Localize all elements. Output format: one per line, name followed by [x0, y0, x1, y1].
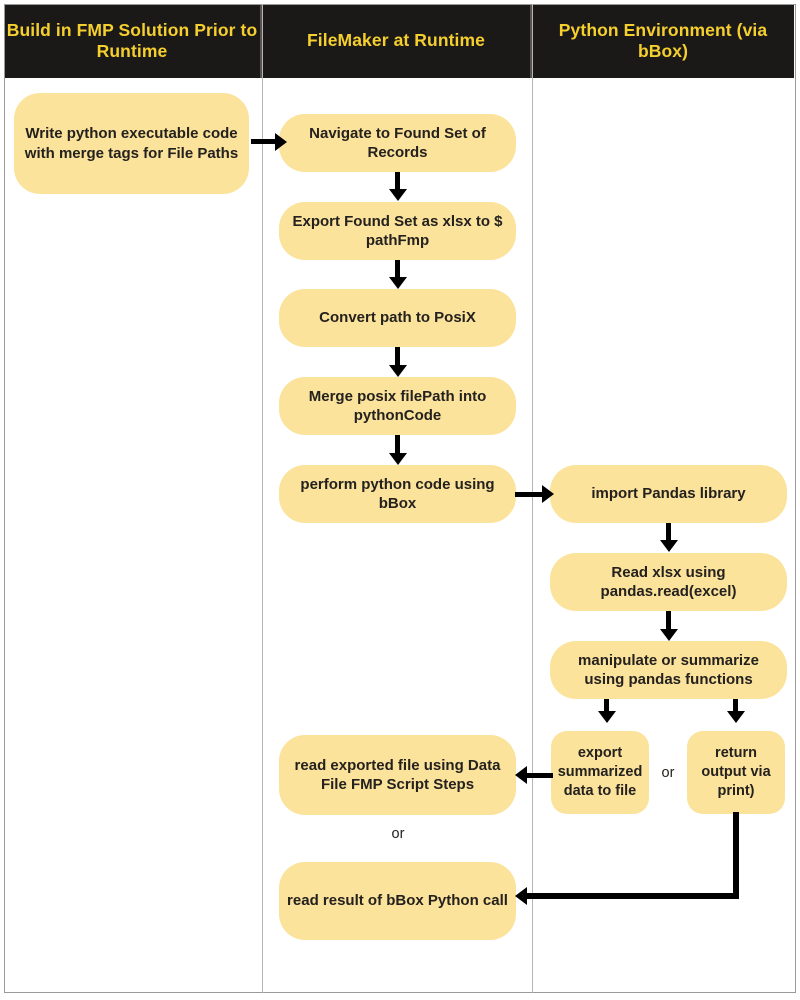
- node-merge-posix-filepath-label: Merge posix filePath into pythonCode: [308, 387, 487, 425]
- node-manipulate-summarize[interactable]: manipulate or summarize using pandas fun…: [550, 641, 787, 699]
- connector-readxlsx-to-manipulate: [666, 611, 671, 630]
- or-label-python-branch-text: or: [661, 765, 675, 781]
- node-export-found-set[interactable]: Export Found Set as xlsx to $ pathFmp: [279, 202, 516, 260]
- connector-write-to-navigate: [251, 139, 277, 144]
- column-divider-2: [532, 4, 533, 993]
- or-label-fmp-branch-text: or: [391, 826, 405, 842]
- node-perform-python-bbox[interactable]: perform python code using bBox: [279, 465, 516, 523]
- or-label-python-branch: or: [653, 765, 683, 781]
- connector-export-to-convert: [395, 260, 400, 279]
- column-header-build-fmp-label: Build in FMP Solution Prior to Runtime: [6, 19, 258, 61]
- connector-convert-to-merge: [395, 347, 400, 366]
- node-manipulate-summarize-label: manipulate or summarize using pandas fun…: [578, 651, 759, 689]
- column-divider-1: [262, 4, 263, 993]
- connector-return-output-vertical: [733, 812, 739, 896]
- node-merge-posix-filepath[interactable]: Merge posix filePath into pythonCode: [279, 377, 516, 435]
- connector-manipulate-to-export-summarized: [604, 699, 609, 713]
- or-label-fmp-branch: or: [379, 826, 417, 842]
- node-navigate-found-set-label: Navigate to Found Set of Records: [309, 124, 486, 162]
- column-header-row: Build in FMP Solution Prior to Runtime F…: [4, 4, 796, 78]
- arrow-readxlsx-to-manipulate: [659, 629, 678, 641]
- node-convert-path-posix[interactable]: Convert path to PosiX: [279, 289, 516, 347]
- column-header-build-fmp: Build in FMP Solution Prior to Runtime: [4, 4, 262, 78]
- column-header-python-env: Python Environment (via bBox): [532, 4, 794, 78]
- connector-manipulate-to-return-output: [733, 699, 738, 713]
- column-header-python-env-label: Python Environment (via bBox): [558, 19, 768, 61]
- node-write-python-code[interactable]: Write python executable code with merge …: [14, 93, 249, 194]
- arrow-write-to-navigate: [275, 132, 287, 151]
- connector-merge-to-perform: [395, 435, 400, 454]
- connector-return-output-horizontal: [527, 893, 739, 899]
- connector-export-summarized-to-read-exported: [527, 772, 553, 778]
- node-perform-python-bbox-label: perform python code using bBox: [300, 475, 495, 513]
- node-navigate-found-set[interactable]: Navigate to Found Set of Records: [279, 114, 516, 172]
- connector-perform-to-import: [515, 491, 544, 497]
- node-export-summarized[interactable]: export summarized data to file: [551, 731, 649, 814]
- arrow-convert-to-merge: [388, 365, 407, 377]
- node-import-pandas-label: import Pandas library: [591, 485, 746, 503]
- arrow-manipulate-to-export-summarized: [597, 711, 616, 723]
- node-convert-path-posix-label: Convert path to PosiX: [319, 309, 476, 327]
- arrow-import-to-readxlsx: [659, 540, 678, 552]
- node-read-exported-file-label: read exported file using Data File FMP S…: [294, 756, 501, 794]
- node-export-found-set-label: Export Found Set as xlsx to $ pathFmp: [292, 212, 503, 250]
- node-import-pandas[interactable]: import Pandas library: [550, 465, 787, 523]
- arrow-perform-to-import: [542, 485, 554, 503]
- connector-navigate-to-export: [395, 172, 400, 191]
- arrow-merge-to-perform: [388, 453, 407, 465]
- connector-import-to-readxlsx: [666, 523, 671, 542]
- column-header-filemaker-runtime-label: FileMaker at Runtime: [306, 30, 486, 51]
- node-read-result-bbox-label: read result of bBox Python call: [287, 892, 508, 910]
- node-export-summarized-label: export summarized data to file: [557, 745, 643, 799]
- node-return-output-print[interactable]: return output via print): [687, 731, 785, 814]
- arrow-manipulate-to-return-output: [726, 711, 745, 723]
- arrow-export-summarized-to-read-exported: [515, 766, 527, 784]
- node-read-result-bbox[interactable]: read result of bBox Python call: [279, 862, 516, 940]
- node-read-exported-file[interactable]: read exported file using Data File FMP S…: [279, 735, 516, 815]
- node-read-xlsx[interactable]: Read xlsx using pandas.read(excel): [550, 553, 787, 611]
- arrow-navigate-to-export: [388, 189, 407, 201]
- node-write-python-code-label: Write python executable code with merge …: [24, 125, 239, 162]
- node-read-xlsx-label: Read xlsx using pandas.read(excel): [600, 563, 737, 601]
- node-return-output-print-label: return output via print): [701, 745, 771, 799]
- arrow-return-output-to-read-result: [515, 887, 527, 905]
- column-header-filemaker-runtime: FileMaker at Runtime: [262, 4, 532, 78]
- arrow-export-to-convert: [388, 277, 407, 289]
